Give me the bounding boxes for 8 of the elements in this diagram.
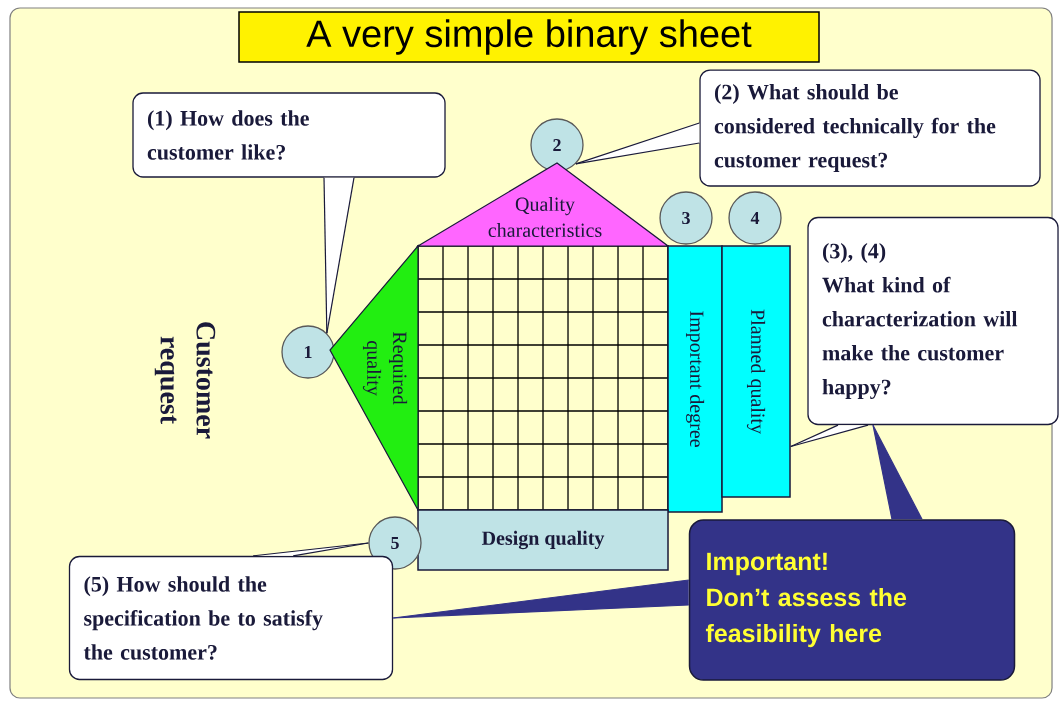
speech-callout: (2) What should be considered technically for the customer request? xyxy=(699,69,1041,187)
column-box: Important degree xyxy=(667,245,723,513)
speech-callout: (3), (4) What kind of characterization will make the customer happy? xyxy=(807,216,1059,426)
note-callout: Important! Don’t assess the feasibility here xyxy=(688,519,1016,681)
column-box: Planned quality xyxy=(721,245,791,498)
speech-callout: (1) How does the customer like? xyxy=(132,92,446,178)
side-label: Customer request xyxy=(154,322,216,439)
title: A very simple binary sheet xyxy=(238,11,820,63)
